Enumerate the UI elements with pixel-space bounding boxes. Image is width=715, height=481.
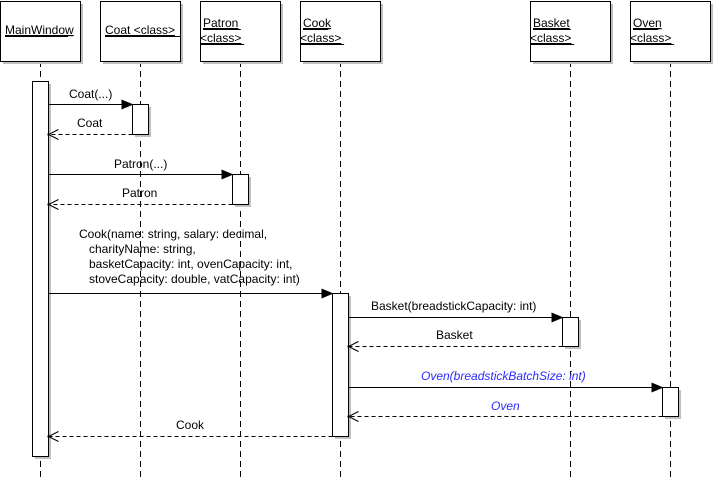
participant-box: [630, 1, 711, 62]
message-label: Cook(name: string, salary: decimal,: [79, 227, 267, 241]
message-label: stoveCapacity: double, vatCapacity: int): [79, 272, 300, 286]
message-cook-to-oven-call[interactable]: Oven(breadstickBatchSize: int): [348, 369, 664, 393]
participant-mainwindow[interactable]: MainWindow: [0, 1, 84, 65]
message-oven-to-cook-return[interactable]: Oven: [347, 399, 663, 422]
message-label: Oven: [491, 399, 520, 413]
arrow-dot: [347, 415, 350, 418]
message-label: Coat(...): [69, 87, 112, 101]
message-label: Basket: [436, 328, 473, 342]
activation-bar-cook: [332, 293, 349, 437]
message-label: Oven(breadstickBatchSize: int): [421, 369, 586, 383]
message-label: Coat: [77, 116, 103, 130]
message-label: Patron(...): [114, 157, 167, 171]
message-cook-to-mainwindow-return[interactable]: Cook: [47, 418, 333, 442]
arrow-dot: [47, 203, 50, 206]
participant-label: Cook: [303, 16, 332, 30]
participant-label: Patron: [203, 16, 238, 30]
participant-label: <class>: [300, 31, 341, 45]
participant-label: <class>: [530, 31, 571, 45]
participant-coat[interactable]: Coat <class>: [100, 1, 184, 65]
activation-bar-mainwindow: [32, 81, 49, 457]
activation-bar-coat: [132, 104, 149, 135]
participant-box: [530, 1, 611, 62]
message-label: Basket(breadstickCapacity: int): [371, 299, 536, 313]
message-label: Cook: [176, 418, 205, 432]
participant-oven[interactable]: Oven<class>: [630, 1, 713, 65]
message-label: Patron: [122, 186, 157, 200]
participant-box: [100, 1, 181, 62]
message-patron-to-mainwindow-return[interactable]: Patron: [47, 186, 233, 210]
message-mainwindow-to-patron-call[interactable]: Patron(...): [48, 157, 234, 180]
message-mainwindow-to-cook-call[interactable]: Cook(name: string, salary: decimal, char…: [48, 227, 334, 299]
message-label: basketCapacity: int, ovenCapacity: int,: [79, 257, 292, 271]
activation-bar-patron: [232, 174, 249, 205]
participant-label: MainWindow: [5, 23, 74, 37]
activation-bar-oven: [662, 387, 679, 417]
message-mainwindow-to-coat-call[interactable]: Coat(...): [48, 87, 134, 110]
message-basket-to-cook-return[interactable]: Basket: [347, 328, 563, 352]
participant-basket[interactable]: Basket<class>: [530, 1, 613, 65]
participant-label: <class>: [200, 31, 241, 45]
message-coat-to-mainwindow-return[interactable]: Coat: [47, 116, 133, 140]
participant-cook[interactable]: Cook<class>: [300, 1, 383, 65]
participant-patron[interactable]: Patron<class>: [200, 1, 283, 65]
participant-box: [0, 1, 81, 62]
arrow-dot: [47, 435, 50, 438]
arrow-dot: [47, 133, 50, 136]
participant-label: Coat <class>: [105, 23, 175, 37]
participant-box: [200, 1, 281, 62]
participant-box: [300, 1, 381, 62]
message-cook-to-basket-call[interactable]: Basket(breadstickCapacity: int): [348, 299, 564, 323]
message-label: charityName: string,: [79, 242, 196, 256]
participant-label: Oven: [633, 16, 662, 30]
participant-label: <class>: [630, 31, 671, 45]
arrow-dot: [347, 345, 350, 348]
participant-label: Basket: [533, 16, 570, 30]
activation-bar-basket: [562, 317, 579, 347]
